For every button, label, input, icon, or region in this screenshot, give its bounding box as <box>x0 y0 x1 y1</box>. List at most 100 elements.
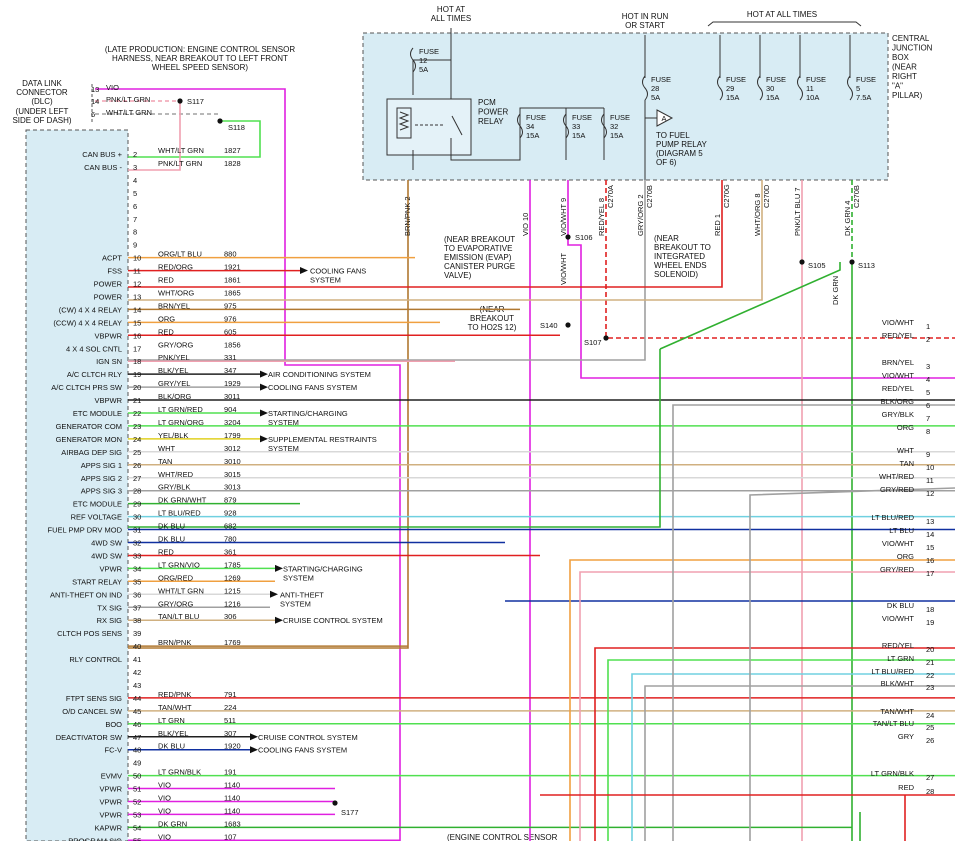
right-wire-color: LT BLU/RED <box>871 667 914 676</box>
pcm-wire-color: BRN/YEL <box>158 301 190 310</box>
pcm-pin-number: 11 <box>133 267 141 276</box>
fuse-symbol <box>847 75 853 101</box>
fuses: FUSE125AFUSE3415AFUSE3315AFUSE3215AFUSE2… <box>410 47 876 140</box>
pcm-pin-number: 32 <box>133 539 141 548</box>
fuel-pump-note: OF 6) <box>656 158 677 167</box>
pcm-circuit-number: 307 <box>224 729 237 738</box>
pcm-pin-function: REF VOLTAGE <box>71 513 122 522</box>
pcm-wire-color: ORG/LT BLU <box>158 250 202 259</box>
destination-system: SYSTEM <box>283 573 314 582</box>
splice-dot <box>332 800 338 806</box>
destination-arrow <box>270 590 278 598</box>
pcm-circuit-number: 1140 <box>224 794 240 803</box>
pcm-pin-function: POWER <box>94 292 123 301</box>
splice-label: S107 <box>584 338 602 347</box>
fuse-symbol <box>563 113 569 139</box>
pcm-pin-number: 35 <box>133 577 141 586</box>
gry-org-drop <box>128 180 646 361</box>
right-pin-number: 14 <box>926 530 934 539</box>
right-wire-color: LT BLU <box>889 526 914 535</box>
right-pin-number: 8 <box>926 427 930 436</box>
fuse-number: 5 <box>856 84 860 93</box>
pcm-pin-function: APPS SIG 3 <box>81 487 122 496</box>
right-wire-color: ORG <box>897 552 914 561</box>
right-wire-color: BLK/ORG <box>881 397 915 406</box>
pcm-pin-number: 14 <box>133 305 141 314</box>
cjb-label-text: "A" <box>892 82 903 91</box>
red-yel-drop <box>605 180 955 339</box>
destination-arrow <box>260 370 268 378</box>
dlc-pin-color: PNK/LT GRN <box>106 95 150 104</box>
pcm-relay-label-text: PCM <box>478 98 496 107</box>
pcm-circuit-number: 347 <box>224 366 237 375</box>
pcm-pin-function: 4 X 4 SOL CNTL <box>66 344 122 353</box>
dlc-pin-number: 14 <box>91 97 99 106</box>
right-pin-number: 19 <box>926 618 934 627</box>
right-wire-color: GRY <box>898 732 914 741</box>
fuel-pump-note: PUMP RELAY <box>656 140 707 149</box>
fuse-amperage: 15A <box>766 93 779 102</box>
pcm-wire-color: RED/PNK <box>158 690 191 699</box>
pcm-wire-color: TAN/LT BLU <box>158 612 199 621</box>
pcm-power-relay <box>396 107 463 139</box>
pcm-pin-function: (CW) 4 X 4 RELAY <box>59 305 122 314</box>
pcm-circuit-number: 605 <box>224 327 237 336</box>
pcm-pin-number: 50 <box>133 772 141 781</box>
pcm-pin-number: 36 <box>133 590 141 599</box>
pcm-pin-function: VBPWR <box>94 396 122 405</box>
pcm-wire-color: WHT/LT GRN <box>158 146 204 155</box>
right-pin-number: 17 <box>926 569 934 578</box>
right-pin-number: 21 <box>926 658 934 667</box>
pcm-pin-function: CAN BUS - <box>84 163 122 172</box>
vertical-wire-text: BRN/PNK 2 <box>403 196 412 236</box>
right-pin-number: 22 <box>926 671 934 680</box>
pcm-pin-number: 43 <box>133 681 141 690</box>
fuse-number: 28 <box>651 84 659 93</box>
vertical-wire-label: BRN/PNK 2 <box>403 196 412 236</box>
pcm-pin-function: FTPT SENS SIG <box>66 694 122 703</box>
right-pin-number: 10 <box>926 463 934 472</box>
hot-all-times-bracket <box>707 21 862 27</box>
can-minus-wire <box>128 101 181 171</box>
right-pin-number: 1 <box>926 322 930 331</box>
pcm-circuit-number: 361 <box>224 547 237 556</box>
fuse-label: FUSE <box>419 47 439 56</box>
fuse-label: FUSE <box>726 75 746 84</box>
pcm-pin-number: 12 <box>133 280 141 289</box>
right-pin-number: 16 <box>926 556 934 565</box>
ltgrn-21 <box>607 659 955 841</box>
pcm-wire-color: VIO <box>158 832 171 841</box>
pcm-pin-function: (CCW) 4 X 4 RELAY <box>53 318 122 327</box>
vio-wht-drop <box>567 180 955 379</box>
dlc-vio-wire <box>95 88 401 841</box>
fuse-symbol <box>517 113 523 139</box>
right-pin-number: 3 <box>926 362 930 371</box>
pcm-circuit-number: 975 <box>224 301 237 310</box>
connector-id: C270D <box>762 184 771 208</box>
fuse-number: 32 <box>610 122 618 131</box>
pcm-pin-number: 7 <box>133 215 137 224</box>
right-wire-color: LT BLU/RED <box>871 513 914 522</box>
fuse-amperage: 15A <box>610 131 623 140</box>
red-c270g-drop <box>128 180 723 288</box>
right-wire-color: GRY/BLK <box>882 410 914 419</box>
destination-system: SYSTEM <box>268 444 299 453</box>
vertical-wire-label: PNK/LT BLU 7 <box>793 188 802 237</box>
pcm-circuit-number: 1140 <box>224 806 240 815</box>
pcm-circuit-number: 780 <box>224 535 237 544</box>
fuse-amperage: 5A <box>651 93 660 102</box>
pcm-pin-function: TX SIG <box>97 603 122 612</box>
destination-arrow <box>260 435 268 443</box>
pcm-circuit-number: 511 <box>224 716 236 725</box>
fuse-label: FUSE <box>572 113 592 122</box>
pcm-wire-color: DK BLU <box>158 522 185 531</box>
right-wire-color: VIO/WHT <box>882 614 914 623</box>
destination-system: COOLING FANS SYSTEM <box>258 746 347 755</box>
destination-system: AIR CONDITIONING SYSTEM <box>268 370 371 379</box>
vertical-wire-text: PNK/LT BLU 7 <box>793 188 802 237</box>
fuse-number: 29 <box>726 84 734 93</box>
pcm-pin-function: VPWR <box>100 564 123 573</box>
